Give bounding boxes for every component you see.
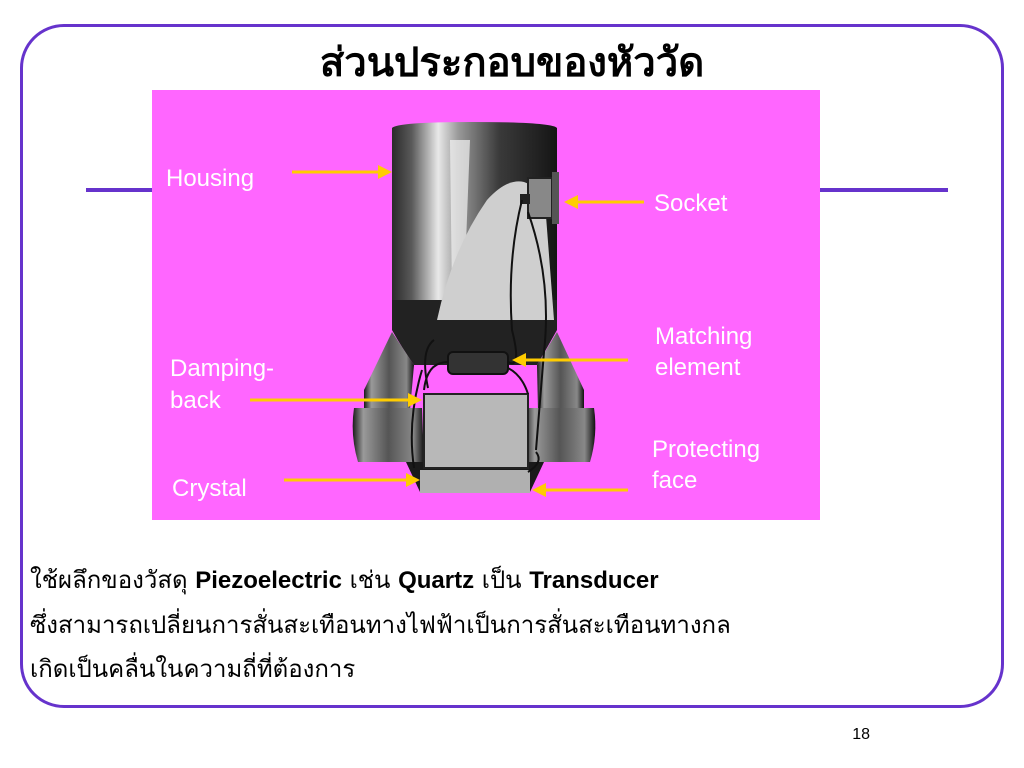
housing-body bbox=[352, 122, 596, 493]
transducer-diagram: Housing Socket Matching element Damping-… bbox=[152, 90, 820, 520]
body-line-3: เกิดเป็นคลื่นในความถี่ที่ต้องการ bbox=[30, 655, 356, 683]
body-line-1: ใช้ผลึกของวัสดุ Piezoelectric เช่น Quart… bbox=[30, 558, 1005, 603]
arrow-protecting-face bbox=[532, 483, 628, 497]
body-text: ใช้ผลึกของวัสดุ Piezoelectric เช่น Quart… bbox=[30, 558, 1005, 691]
matching-element-part bbox=[447, 351, 509, 375]
term-quartz: Quartz bbox=[398, 567, 475, 594]
socket-part bbox=[520, 172, 559, 224]
arrow-damping-back bbox=[250, 393, 422, 407]
arrow-socket bbox=[564, 195, 644, 209]
slide-title: ส่วนประกอบของหัววัด bbox=[319, 40, 705, 86]
arrow-crystal bbox=[284, 473, 420, 487]
housing-cavity bbox=[437, 181, 554, 320]
slide-frame bbox=[20, 24, 1004, 708]
term-transducer: Transducer bbox=[529, 567, 659, 594]
internal-wires bbox=[410, 199, 547, 473]
body-line-2: ซึ่งสามารถเปลี่ยนการสั่นสะเทือนทางไฟฟ้าเ… bbox=[30, 611, 731, 639]
label-crystal: Crystal bbox=[172, 475, 247, 502]
label-protecting-line2: face bbox=[652, 467, 697, 494]
damping-back-part bbox=[423, 393, 529, 469]
body-line-1-e: เป็น bbox=[474, 566, 530, 594]
label-matching-line2: element bbox=[655, 354, 741, 381]
body-line-1-a: ใช้ผลึกของวัสดุ bbox=[30, 566, 196, 594]
label-matching-line1: Matching bbox=[655, 323, 752, 350]
title-underline-right bbox=[818, 188, 948, 192]
page-number: 18 bbox=[852, 726, 870, 743]
arrow-housing bbox=[292, 165, 392, 179]
label-damping-line1: Damping- bbox=[170, 355, 274, 382]
arrow-matching-element bbox=[512, 353, 628, 367]
label-damping-line2: back bbox=[170, 387, 222, 414]
label-socket: Socket bbox=[654, 190, 728, 217]
label-protecting-line1: Protecting bbox=[652, 436, 760, 463]
term-piezoelectric: Piezoelectric bbox=[195, 567, 342, 594]
body-line-1-c: เช่น bbox=[341, 566, 399, 594]
label-housing: Housing bbox=[166, 165, 254, 192]
title-underline-left bbox=[86, 188, 154, 192]
